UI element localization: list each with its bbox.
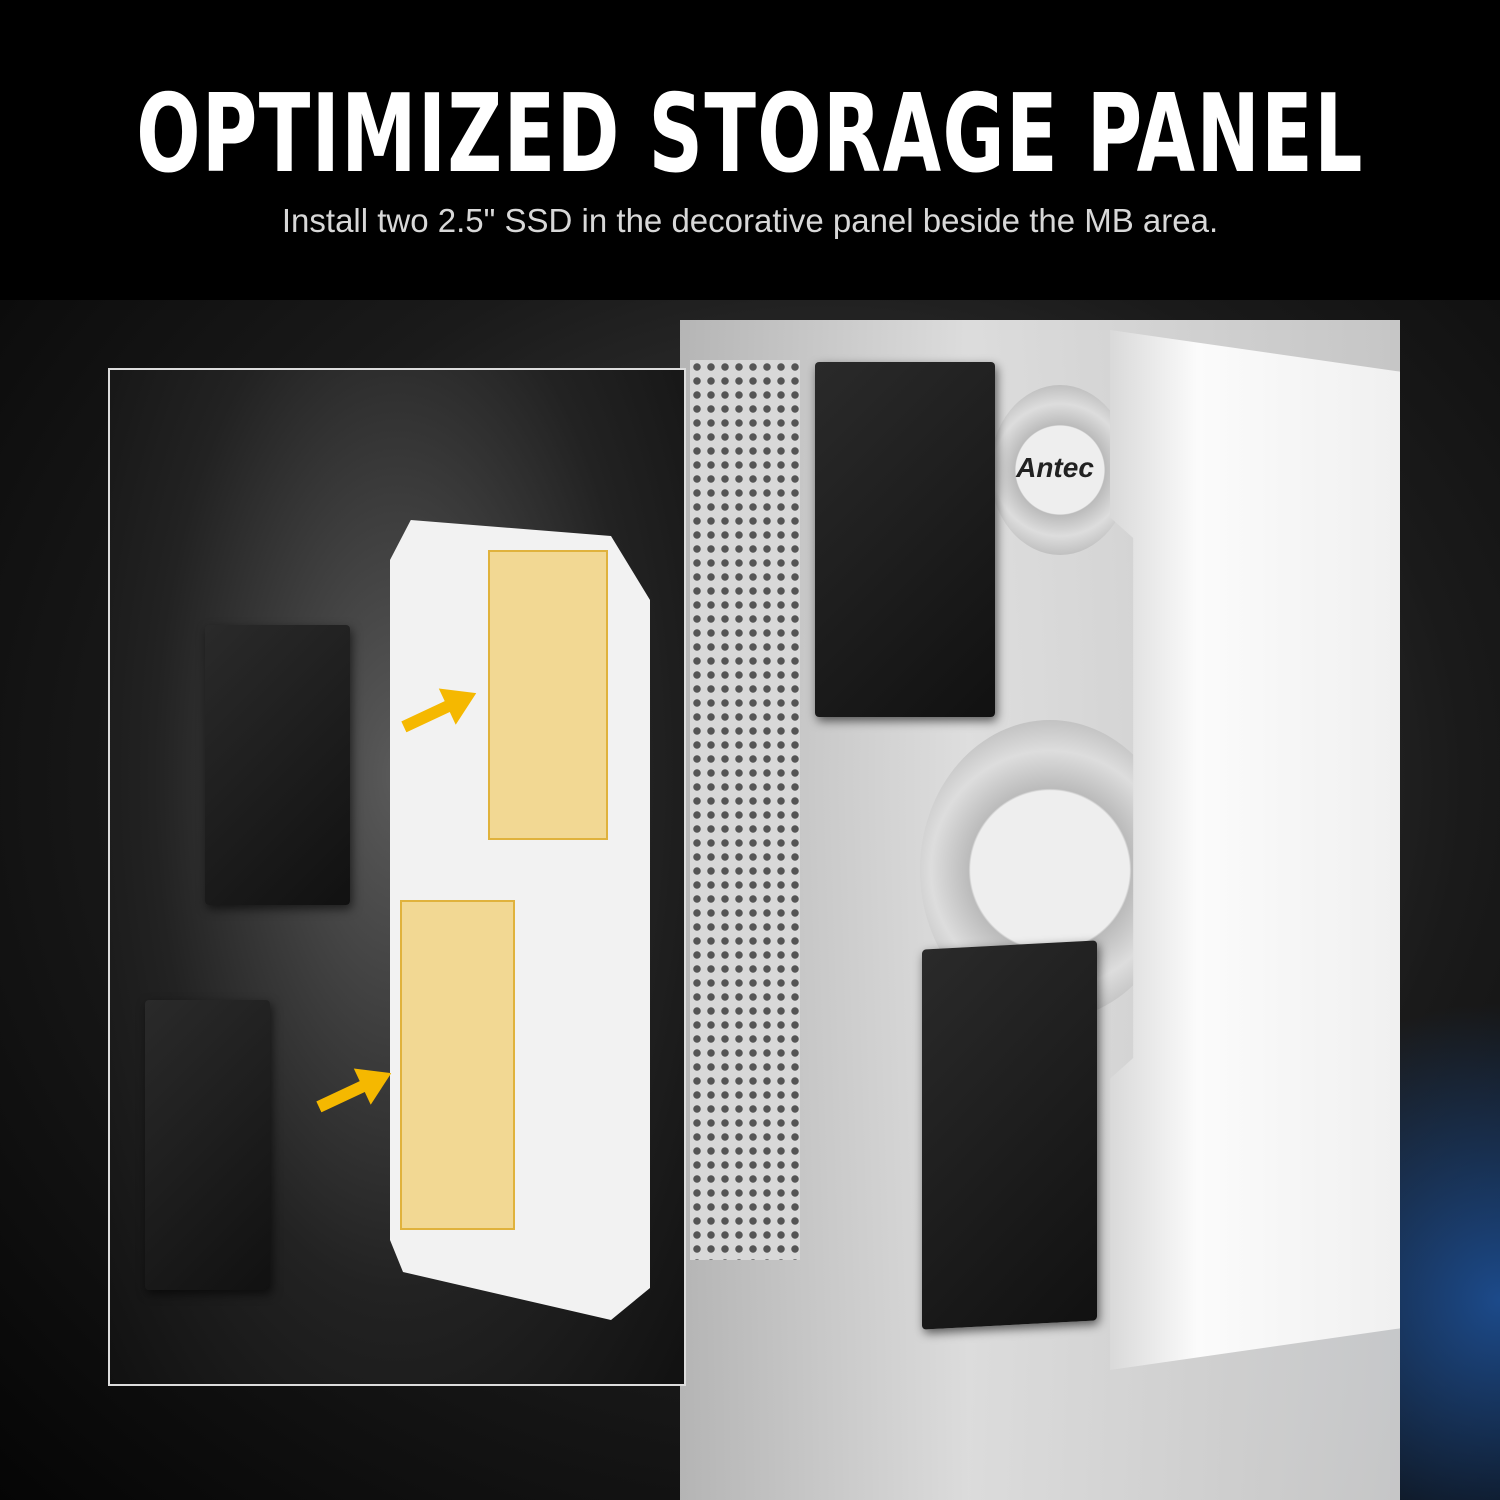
ssd-top [205, 625, 350, 905]
page-subtitle: Install two 2.5" SSD in the decorative p… [281, 202, 1219, 239]
storage-panel [1110, 330, 1400, 1370]
ssd-installed-bottom [922, 940, 1097, 1330]
ssd-installed-top [815, 362, 995, 717]
arrow-bottom-icon [310, 1055, 399, 1125]
mesh-panel [690, 360, 800, 1260]
antec-logo: Antec [1016, 452, 1094, 483]
ssd-slot-top [488, 550, 608, 840]
ssd-slot-bottom [400, 900, 515, 1230]
fan-top [990, 385, 1130, 555]
ssd-bottom [145, 1000, 270, 1290]
page-title: OPTIMIZED STORAGE PANEL [136, 72, 1364, 197]
installation-diagram [108, 368, 686, 1386]
